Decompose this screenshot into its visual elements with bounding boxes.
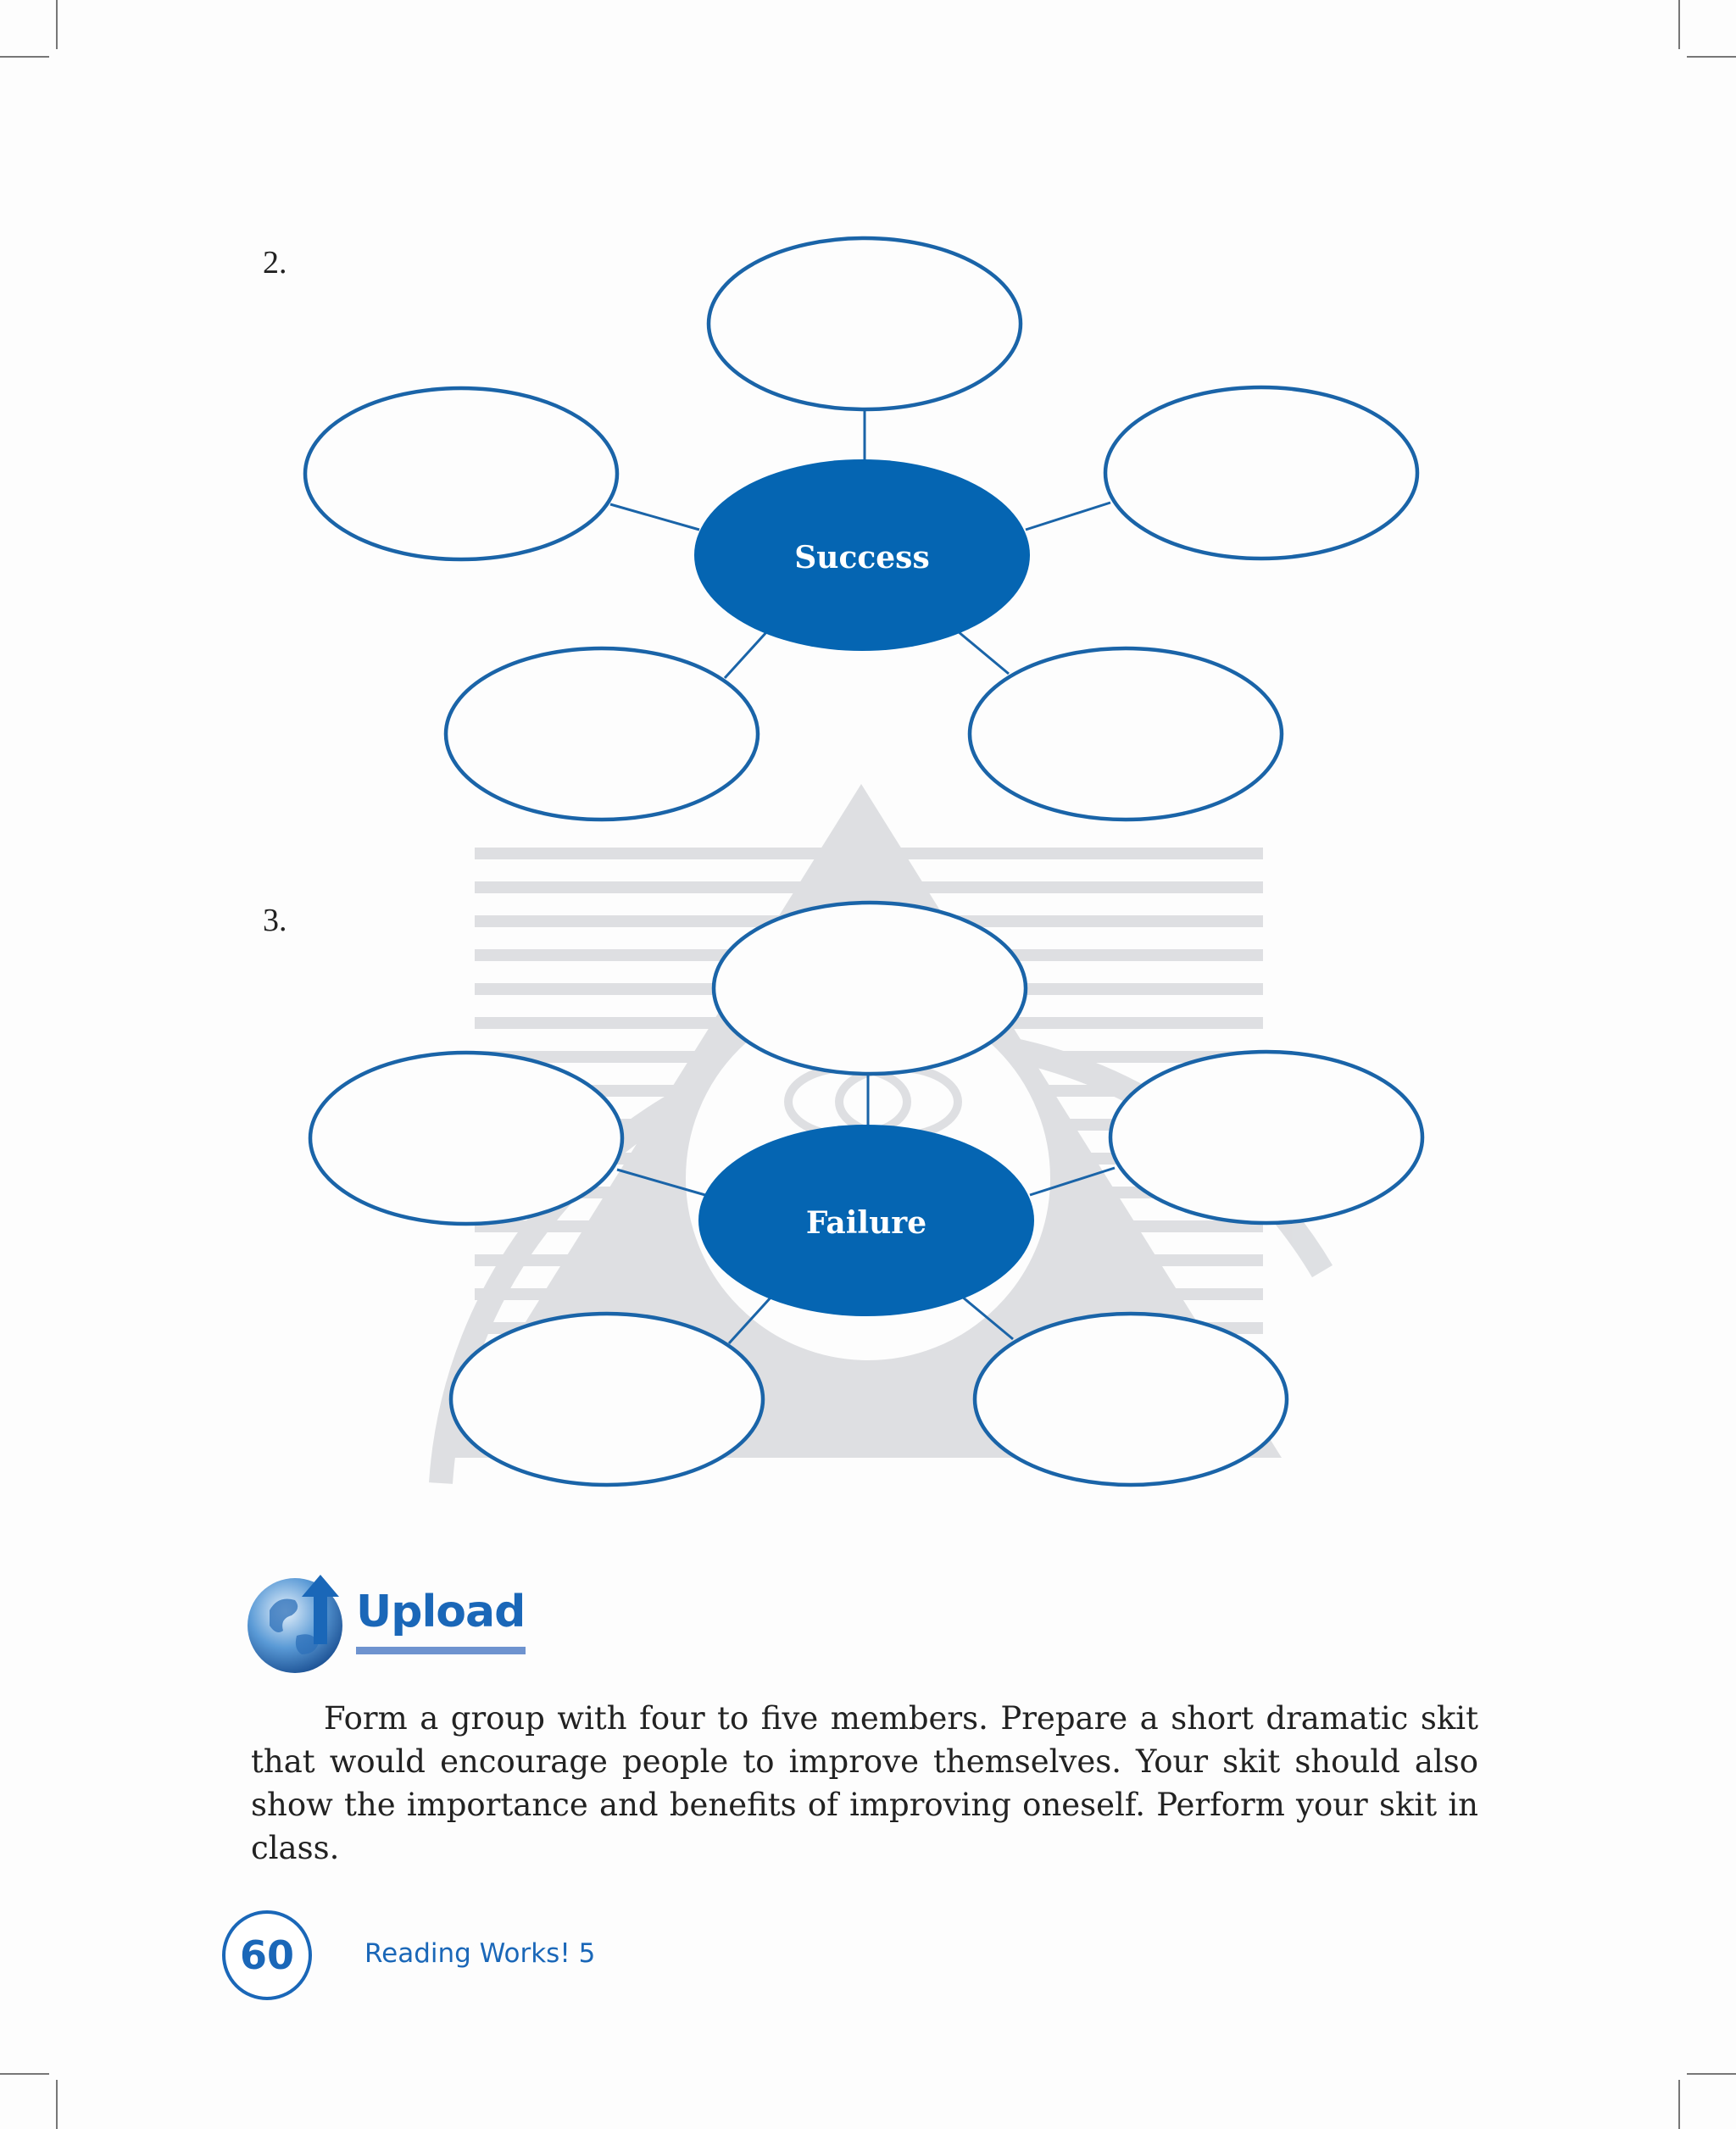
answer-oval[interactable]	[967, 646, 1284, 822]
upload-instructions: Form a group with four to five members. …	[251, 1700, 1478, 1866]
answer-oval[interactable]	[1108, 1049, 1425, 1226]
answer-oval[interactable]	[711, 900, 1028, 1076]
crop-mark	[0, 2073, 49, 2075]
success-web	[609, 407, 1111, 680]
book-title: Reading Works! 5	[364, 1938, 596, 1969]
answer-oval[interactable]	[972, 1311, 1289, 1487]
globe-upload-icon	[248, 1575, 342, 1673]
connector-line	[1025, 501, 1111, 531]
center-oval-failure	[698, 1125, 1034, 1316]
section-title-upload: Upload	[356, 1587, 526, 1637]
crop-mark	[56, 0, 58, 49]
connector-line	[616, 1168, 706, 1197]
answer-oval[interactable]	[303, 386, 620, 562]
answer-oval[interactable]	[448, 1311, 765, 1487]
connector-line	[961, 1295, 1014, 1341]
page-number: 60	[239, 1932, 294, 1978]
answer-oval[interactable]	[1103, 385, 1420, 561]
answer-oval[interactable]	[706, 236, 1023, 412]
crop-mark	[1687, 56, 1736, 58]
crop-mark	[1678, 0, 1680, 49]
crop-mark	[0, 56, 49, 58]
page-number-badge: 60	[222, 1910, 312, 2000]
connector-line	[609, 503, 700, 531]
connector-line	[727, 1295, 773, 1345]
item-number: 3.	[263, 903, 287, 938]
connector-line	[723, 630, 769, 680]
failure-web	[616, 1072, 1116, 1345]
item-number: 2.	[263, 245, 287, 281]
crop-mark	[1678, 2080, 1680, 2129]
connector-line	[1029, 1166, 1116, 1197]
crop-mark	[56, 2080, 58, 2129]
answer-oval[interactable]	[308, 1050, 625, 1226]
crop-mark	[1687, 2073, 1736, 2075]
answer-oval[interactable]	[443, 646, 760, 822]
title-underline	[356, 1647, 526, 1654]
center-label-failure: Failure	[806, 1205, 926, 1241]
center-oval-success	[694, 459, 1030, 651]
center-label-success: Success	[794, 540, 929, 575]
connector-line	[957, 630, 1010, 675]
